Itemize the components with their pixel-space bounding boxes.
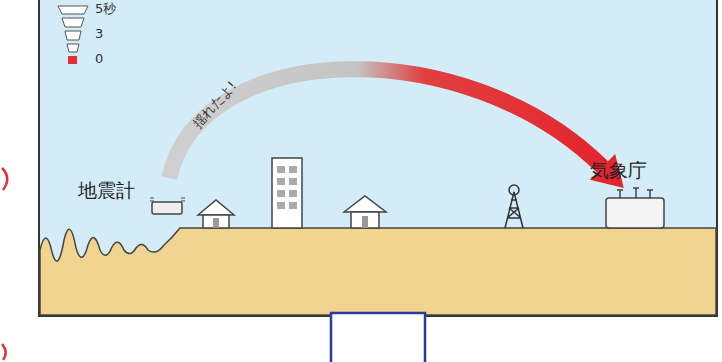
countdown-step <box>58 6 88 14</box>
sky <box>39 0 717 316</box>
house-door <box>213 218 219 228</box>
rooftop-antenna <box>617 188 653 198</box>
cut-mark <box>2 344 6 360</box>
vibration-mark <box>150 198 185 201</box>
antenna-dish <box>509 185 519 195</box>
countdown-step <box>62 18 84 27</box>
house-roof <box>198 200 234 215</box>
house-roof <box>344 196 386 212</box>
house-wall <box>351 212 379 228</box>
countdown-step <box>65 31 81 40</box>
jma-building <box>606 198 664 228</box>
office-building <box>272 158 302 228</box>
ground <box>40 228 716 315</box>
radio-tower <box>505 192 523 228</box>
node-label: 気象庁 <box>590 160 647 181</box>
icon-label: 気象庁 <box>586 158 670 228</box>
next-step-box <box>331 313 425 362</box>
house-wall <box>203 215 229 228</box>
countdown-label: 5秒 <box>95 2 116 15</box>
countdown-step <box>67 44 79 52</box>
countdown-label: 3 <box>95 27 103 40</box>
countdown-label: 0 <box>95 52 103 65</box>
signal-arrow <box>169 69 624 188</box>
cut-mark <box>2 168 7 190</box>
countdown-zero <box>68 56 77 64</box>
house-door <box>362 216 368 228</box>
icon-label: 地震計 <box>74 178 190 218</box>
seismometer-icon <box>152 202 182 214</box>
building-windows <box>277 166 297 209</box>
node-label: 地震計 <box>78 180 135 201</box>
